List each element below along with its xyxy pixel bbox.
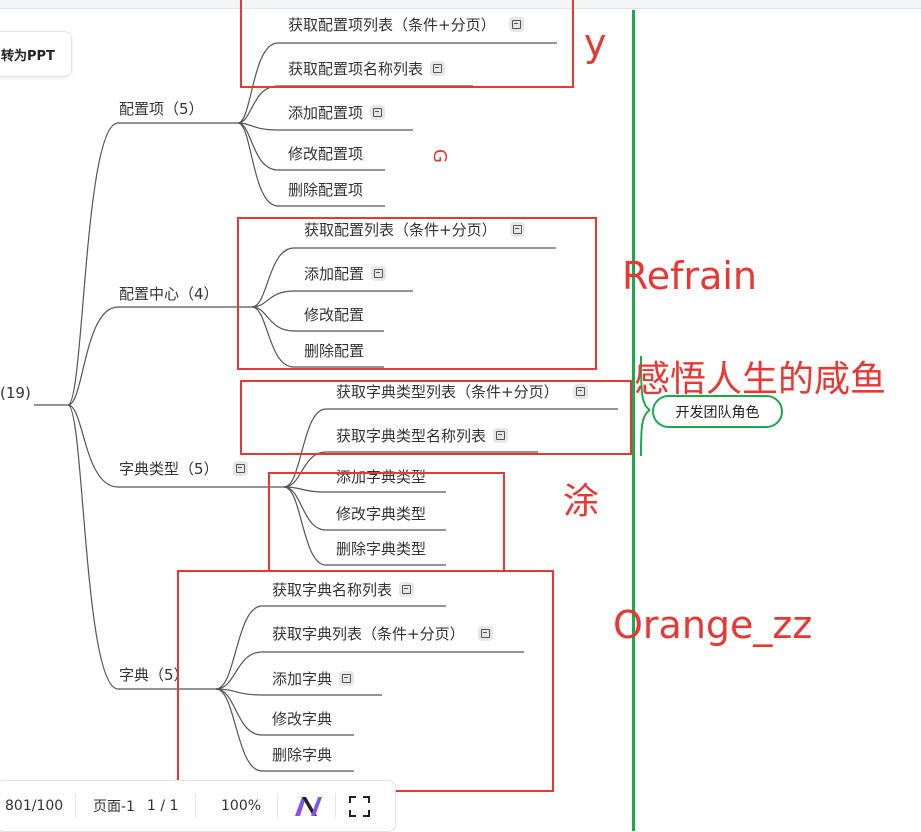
group-node-config-item[interactable]: 配置项（5）: [119, 100, 204, 118]
root-node[interactable]: (19): [0, 384, 31, 402]
leaf-node[interactable]: 获取配置项列表（条件+分页）: [288, 16, 524, 34]
annotation-box: [240, 380, 632, 455]
top-toolbar-edge: [0, 0, 921, 9]
note-icon[interactable]: [493, 428, 509, 443]
annotation-box: [240, 0, 574, 88]
separator: [195, 793, 196, 819]
note-icon[interactable]: [572, 384, 588, 399]
leaf-node[interactable]: 删除字典类型: [336, 540, 427, 558]
leaf-node[interactable]: 获取字典名称列表: [272, 581, 415, 599]
leaf-node[interactable]: 获取配置列表（条件+分页）: [304, 221, 525, 239]
note-icon[interactable]: [371, 266, 387, 281]
annotation-text: 感悟人生的咸鱼: [634, 359, 887, 400]
annotation-box: [268, 472, 505, 572]
leaf-node[interactable]: 添加配置项: [288, 104, 386, 122]
annotation-box: [237, 217, 597, 370]
page-count: 1 / 1: [147, 798, 179, 814]
separator: [335, 793, 336, 819]
annotation-text: 涂: [563, 481, 600, 522]
team-divider-line: [632, 10, 635, 831]
note-icon[interactable]: [370, 105, 386, 120]
app-logo-icon[interactable]: [293, 795, 323, 817]
note-icon[interactable]: [232, 461, 248, 476]
note-icon[interactable]: [508, 17, 524, 32]
group-node-dict[interactable]: 字典（5）: [119, 666, 189, 684]
separator: [277, 793, 278, 819]
annotation-box: [177, 570, 554, 792]
separator: [75, 793, 76, 819]
fullscreen-icon[interactable]: [349, 796, 370, 817]
leaf-node[interactable]: 修改字典类型: [336, 505, 427, 523]
group-node-config-center[interactable]: 配置中心（4）: [119, 285, 219, 303]
team-role-node[interactable]: 开发团队角色: [652, 395, 783, 428]
annotation-text: G: [428, 149, 450, 163]
note-icon[interactable]: [399, 582, 415, 597]
note-icon[interactable]: [477, 626, 493, 641]
leaf-node[interactable]: 修改字典: [272, 710, 333, 728]
word-count: 801/100: [5, 798, 64, 814]
note-icon[interactable]: [339, 671, 355, 686]
annotation-text: y: [584, 21, 607, 65]
annotation-text: Refrain: [622, 254, 758, 298]
leaf-node[interactable]: 删除字典: [272, 746, 333, 764]
annotation-text: Orange_zz: [613, 603, 813, 647]
status-bar: 801/100 页面-1 1 / 1 100%: [0, 780, 396, 832]
leaf-node[interactable]: 获取字典类型名称列表: [336, 427, 509, 445]
leaf-node[interactable]: 添加配置: [304, 265, 387, 283]
note-icon[interactable]: [430, 61, 446, 76]
leaf-node[interactable]: 修改配置项: [288, 145, 364, 163]
page-label[interactable]: 页面-1: [93, 799, 135, 815]
group-node-dict-type[interactable]: 字典类型（5）: [119, 460, 248, 478]
leaf-node[interactable]: 获取配置项名称列表: [288, 60, 446, 78]
leaf-node[interactable]: 修改配置: [304, 306, 365, 324]
leaf-node[interactable]: 添加字典: [272, 670, 355, 688]
leaf-node[interactable]: 获取字典列表（条件+分页）: [272, 625, 493, 643]
convert-to-ppt-button[interactable]: 转为PPT: [0, 31, 72, 77]
leaf-node[interactable]: 删除配置: [304, 342, 365, 360]
zoom-level[interactable]: 100%: [221, 798, 262, 814]
leaf-node[interactable]: 删除配置项: [288, 181, 364, 199]
leaf-node[interactable]: 获取字典类型列表（条件+分页）: [336, 383, 588, 401]
note-icon[interactable]: [509, 222, 525, 237]
